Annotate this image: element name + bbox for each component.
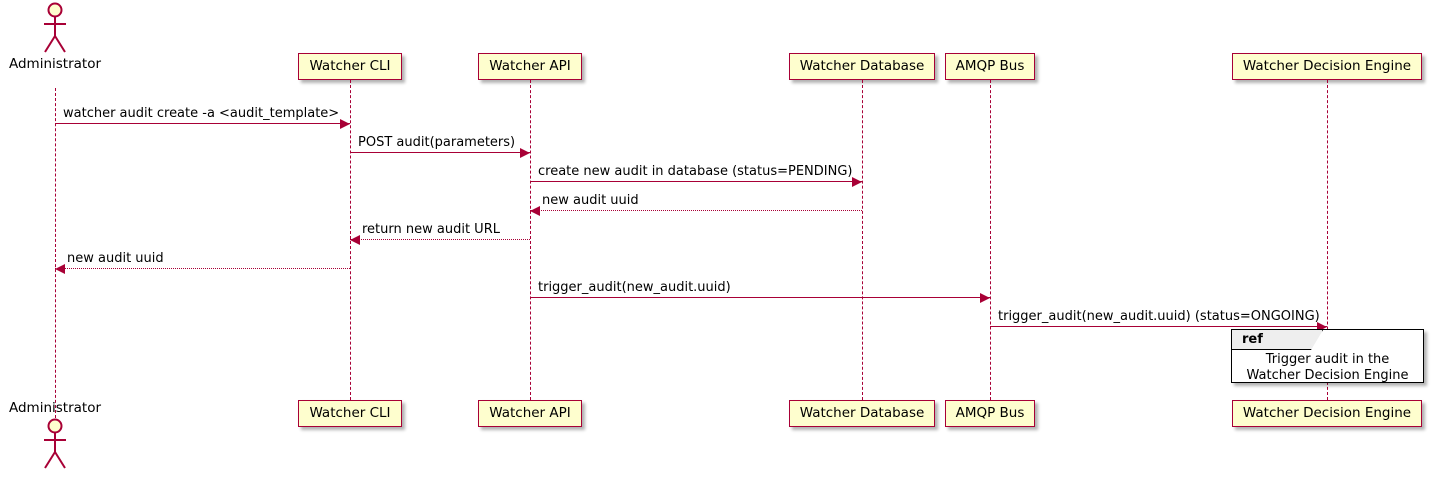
message-arrowhead-msg-7: [980, 292, 990, 303]
participant-watcher-decision-engine-bottom[interactable]: Watcher Decision Engine: [1231, 400, 1423, 427]
ref-fragment-tab: ref: [1232, 330, 1323, 350]
message-label-msg-5: return new audit URL: [362, 222, 500, 237]
message-arrowhead-msg-3: [852, 176, 862, 187]
message-arrowhead-msg-2: [520, 147, 530, 158]
participant-watcher-cli-top[interactable]: Watcher CLI: [298, 53, 402, 80]
actor-administrator-top: [40, 2, 70, 54]
ref-fragment-line1: Trigger audit in the: [1265, 352, 1390, 367]
stick-figure-icon: [44, 2, 66, 53]
participant-watcher-cli-bottom[interactable]: Watcher CLI: [298, 400, 402, 427]
message-arrowhead-msg-6: [55, 263, 65, 274]
message-label-msg-6: new audit uuid: [67, 251, 164, 266]
message-line-msg-7: [530, 297, 990, 298]
stick-figure-icon: [44, 418, 66, 469]
message-arrowhead-msg-4: [530, 205, 540, 216]
message-label-msg-8: trigger_audit(new_audit.uuid) (status=ON…: [998, 309, 1320, 324]
lifeline-watcher-database: [862, 80, 863, 400]
participant-watcher-database-top[interactable]: Watcher Database: [788, 53, 936, 80]
lifeline-administrator: [55, 88, 56, 418]
message-label-msg-2: POST audit(parameters): [358, 135, 516, 150]
participant-watcher-api-top[interactable]: Watcher API: [478, 53, 582, 80]
message-arrowhead-msg-5: [350, 234, 360, 245]
message-arrowhead-msg-1: [340, 118, 350, 129]
participant-amqp-bus-bottom[interactable]: AMQP Bus: [944, 400, 1036, 427]
lifeline-amqp-bus: [990, 80, 991, 400]
lifeline-watcher-decision-engine: [1327, 80, 1328, 400]
lifeline-watcher-api: [530, 80, 531, 400]
message-label-msg-4: new audit uuid: [542, 193, 639, 208]
participant-watcher-api-bottom[interactable]: Watcher API: [478, 400, 582, 427]
message-line-msg-5: [350, 239, 530, 240]
message-line-msg-2: [350, 152, 530, 153]
participant-watcher-database-bottom[interactable]: Watcher Database: [788, 400, 936, 427]
message-line-msg-4: [530, 210, 862, 211]
message-line-msg-8: [990, 326, 1327, 327]
message-line-msg-1: [55, 123, 350, 124]
actor-administrator-bottom: [40, 418, 70, 470]
actor-label-administrator-top: Administrator: [8, 56, 102, 72]
message-line-msg-3: [530, 181, 862, 182]
message-label-msg-1: watcher audit create -a <audit_template>: [63, 106, 340, 121]
ref-fragment-line2: Watcher Decision Engine: [1246, 368, 1409, 383]
participant-watcher-decision-engine-top[interactable]: Watcher Decision Engine: [1231, 53, 1423, 80]
message-label-msg-3: create new audit in database (status=PEN…: [538, 164, 853, 179]
message-line-msg-6: [55, 268, 350, 269]
participant-amqp-bus-top[interactable]: AMQP Bus: [944, 53, 1036, 80]
message-arrowhead-msg-8: [1317, 321, 1327, 332]
message-label-msg-7: trigger_audit(new_audit.uuid): [538, 280, 731, 295]
